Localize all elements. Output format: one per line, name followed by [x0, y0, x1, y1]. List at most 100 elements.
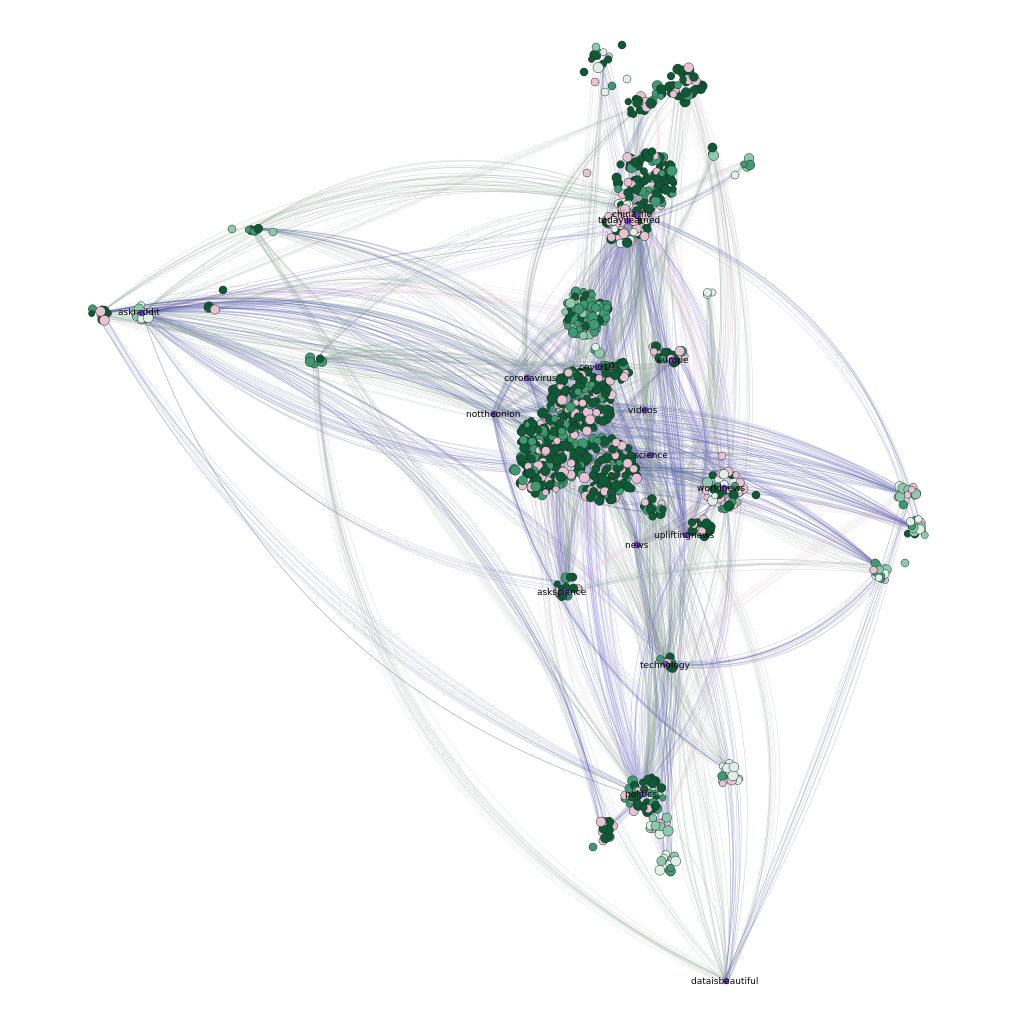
edge — [658, 347, 688, 535]
node — [582, 425, 592, 436]
edge — [567, 559, 879, 595]
node — [608, 216, 619, 226]
edge — [139, 108, 633, 313]
edge — [629, 448, 884, 571]
node-cluster — [561, 286, 613, 340]
edge — [627, 421, 919, 531]
edge — [614, 467, 907, 496]
node — [654, 864, 666, 876]
edge — [637, 165, 695, 537]
edge — [492, 153, 717, 417]
hub-node-news — [633, 541, 641, 549]
edge — [95, 315, 644, 794]
edge — [675, 354, 704, 537]
edge — [589, 428, 884, 571]
edge — [623, 467, 919, 531]
edge — [144, 312, 600, 378]
edge — [633, 107, 648, 412]
edge — [492, 233, 634, 413]
edge — [660, 349, 688, 538]
edge — [140, 314, 535, 476]
edge — [102, 310, 646, 796]
node — [304, 356, 316, 367]
node — [905, 517, 915, 527]
node — [559, 441, 569, 451]
edge — [141, 290, 603, 428]
edge — [314, 361, 494, 412]
edge — [648, 509, 671, 663]
edge — [210, 211, 637, 308]
edge — [140, 310, 600, 828]
edge — [563, 509, 922, 595]
edge — [723, 494, 912, 979]
edge — [97, 314, 644, 793]
satellite-node — [268, 227, 278, 237]
edge — [547, 436, 669, 664]
edge — [97, 317, 642, 796]
edge — [496, 152, 716, 413]
edge — [644, 411, 651, 792]
edge — [492, 229, 623, 415]
node-cluster — [702, 288, 717, 299]
edge — [141, 175, 648, 314]
edge — [141, 231, 637, 312]
edge — [600, 64, 638, 213]
edge — [214, 278, 600, 367]
edge — [639, 546, 673, 667]
hub-node-technology — [662, 660, 670, 668]
edge — [318, 358, 497, 417]
edge — [636, 544, 668, 667]
edge — [629, 218, 721, 481]
node — [669, 90, 678, 99]
edge — [613, 457, 907, 496]
edge — [634, 412, 656, 794]
edge — [141, 188, 634, 314]
edge — [657, 508, 674, 667]
edge — [143, 312, 665, 662]
edge — [103, 311, 599, 367]
edge — [616, 470, 884, 571]
edge — [140, 309, 549, 442]
node — [618, 228, 629, 239]
edge — [658, 350, 689, 536]
hub-node-dataisbeautiful — [722, 977, 730, 985]
edge — [635, 216, 681, 827]
edge — [594, 218, 636, 802]
node — [573, 371, 582, 380]
node — [568, 583, 579, 593]
edge — [669, 486, 727, 983]
edge — [590, 315, 689, 538]
edge — [140, 282, 574, 312]
edge — [637, 104, 649, 413]
edge — [99, 178, 636, 314]
node-cluster — [244, 223, 264, 236]
node — [662, 825, 674, 837]
edge — [569, 427, 919, 531]
edge — [617, 225, 687, 537]
edge — [568, 361, 673, 588]
edge — [98, 312, 645, 796]
edge — [249, 228, 641, 797]
edge — [492, 414, 729, 771]
edge — [99, 305, 561, 458]
node — [545, 480, 555, 489]
satellite-node — [588, 842, 598, 852]
edge — [651, 352, 659, 458]
edge — [558, 222, 637, 590]
edge — [142, 311, 561, 453]
edge — [667, 567, 879, 666]
edge — [635, 216, 921, 536]
edge — [493, 415, 728, 772]
edge — [638, 544, 667, 666]
edge — [571, 357, 673, 584]
edge — [682, 79, 723, 537]
edge — [642, 412, 884, 570]
edge — [603, 215, 663, 861]
edge — [494, 411, 729, 772]
node — [527, 454, 536, 463]
edge — [631, 105, 645, 412]
edge — [102, 312, 596, 367]
edge — [252, 230, 641, 797]
node — [595, 816, 607, 827]
edge — [632, 214, 733, 777]
